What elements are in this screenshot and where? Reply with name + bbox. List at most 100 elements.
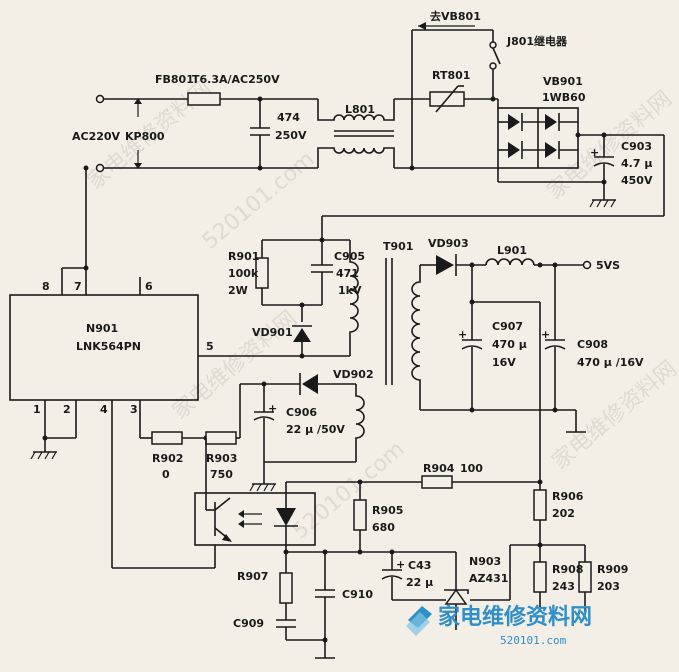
- ic-n901: [9, 294, 199, 401]
- label-n903: N903: [469, 555, 501, 568]
- label-pin2: 2: [63, 403, 71, 416]
- label-r909-value: 203: [597, 580, 620, 593]
- label-c43-value: 22 μ: [406, 576, 433, 589]
- label-r904: R904: [423, 462, 455, 475]
- label-c903: C903: [621, 140, 652, 153]
- label-pin8: 8: [42, 280, 50, 293]
- kp800-arrow-up-icon: [134, 98, 142, 104]
- label-r909: R909: [597, 563, 628, 576]
- label-r902-value: 0: [162, 468, 170, 481]
- ac-terminal-top: [95, 94, 105, 104]
- transformer-t901-aux: [355, 384, 365, 462]
- to-vb801-arrow-icon: [418, 22, 426, 30]
- label-kp800: KP800: [125, 130, 165, 143]
- label-r904-value: 100: [460, 462, 483, 475]
- label-vb901-part: 1WB60: [542, 91, 586, 104]
- label-c907-value: 470 μ: [492, 338, 527, 351]
- label-n901: N901: [86, 322, 118, 335]
- fuse-fb801: [187, 92, 221, 106]
- output-terminal-5vs: [582, 260, 592, 270]
- label-c474: 474: [277, 111, 300, 124]
- label-c903-voltage: 450V: [621, 174, 653, 187]
- label-pin1: 1: [33, 403, 41, 416]
- transformer-t901-secondary: [411, 265, 421, 410]
- resistor-r904: [421, 475, 453, 489]
- bridge-rectifier-vb901: [497, 99, 579, 182]
- primary-section: N901 LNK564PN 8 7 6 5 1 2 4 3 R902: [9, 165, 374, 569]
- label-c906-value: 22 μ /50V: [286, 423, 345, 436]
- label-r908-value: 243: [552, 580, 575, 593]
- label-r906: R906: [552, 490, 584, 503]
- label-fuse-rating: T6.3A/AC250V: [192, 73, 280, 86]
- label-r902: R902: [152, 452, 183, 465]
- label-c909: C909: [233, 617, 264, 630]
- transformer-t901-primary: [349, 240, 359, 356]
- label-r908: R908: [552, 563, 583, 576]
- resistor-r905: [353, 499, 367, 531]
- resistor-r903: [205, 431, 237, 445]
- label-ac220v: AC220V: [72, 130, 121, 143]
- svg-text:+: +: [541, 328, 550, 341]
- label-r901-value: 100k: [228, 267, 259, 280]
- resistor-r908: [533, 561, 547, 593]
- secondary-section: VD903 L901 5VS + C907 470 μ 16V + C908 4…: [360, 237, 644, 630]
- logo-url: 520101.com: [500, 634, 567, 647]
- label-pin5: 5: [206, 340, 214, 353]
- svg-text:+: +: [590, 146, 599, 159]
- label-r901-power: 2W: [228, 284, 248, 297]
- label-pin7: 7: [74, 280, 82, 293]
- label-c908: C908: [577, 338, 608, 351]
- label-c910: C910: [342, 588, 373, 601]
- watermark-text-2: 家电维修资料网: [543, 86, 677, 204]
- label-c907: C907: [492, 320, 523, 333]
- ac-input-section: AC220V KP800 FB801 T6.3A/AC250V 474 250V…: [72, 9, 665, 240]
- label-r907: R907: [237, 570, 268, 583]
- label-c43: C43: [408, 559, 431, 572]
- relay-j801-switch: [492, 47, 501, 65]
- label-j801: J801继电器: [506, 34, 568, 48]
- watermark-text-4: 家电维修资料网: [548, 356, 679, 474]
- svg-text:+: +: [458, 328, 467, 341]
- opto-led: [276, 508, 296, 526]
- label-vd903: VD903: [428, 237, 469, 250]
- resistor-r902: [151, 431, 183, 445]
- label-to-vb801: 去VB801: [430, 9, 481, 23]
- watermark-url-1: 520101.com: [198, 147, 320, 255]
- svg-text:+: +: [396, 558, 405, 571]
- diode-vd901: [293, 328, 311, 342]
- label-c908-value: 470 μ /16V: [577, 356, 644, 369]
- label-c903-value: 4.7 μ: [621, 157, 652, 170]
- label-c474-voltage: 250V: [275, 129, 307, 142]
- label-rt801: RT801: [432, 69, 470, 82]
- resistor-r907: [279, 572, 293, 604]
- logo-text: 家电维修资料网: [438, 604, 592, 630]
- label-t901: T901: [383, 240, 413, 253]
- label-r905-value: 680: [372, 521, 395, 534]
- label-c907-voltage: 16V: [492, 356, 516, 369]
- label-r906-value: 202: [552, 507, 575, 520]
- label-pin3: 3: [130, 403, 138, 416]
- label-fb801: FB801: [155, 73, 194, 86]
- shunt-regulator-n903: [444, 588, 468, 605]
- svg-text:+: +: [268, 402, 277, 415]
- diode-vd902: [302, 374, 318, 394]
- label-vb901: VB901: [543, 75, 583, 88]
- inductor-l901: [485, 258, 535, 266]
- label-5vs: 5VS: [596, 259, 620, 272]
- watermark-text-3: 家电维修资料网: [168, 306, 302, 424]
- label-vd902: VD902: [333, 368, 374, 381]
- ac-terminal-bottom: [95, 163, 105, 173]
- relay-contact-bottom: [489, 62, 497, 70]
- optocoupler: [194, 492, 316, 546]
- label-vd901: VD901: [252, 326, 293, 339]
- resistor-r906: [533, 489, 547, 521]
- label-n903-part: AZ431: [469, 572, 508, 585]
- label-r901: R901: [228, 250, 259, 263]
- label-l901: L901: [497, 244, 527, 257]
- relay-contact-top: [489, 41, 497, 49]
- label-pin4: 4: [100, 403, 108, 416]
- label-lnk564pn: LNK564PN: [76, 340, 141, 353]
- label-c906: C906: [286, 406, 317, 419]
- feedback-section: R905 680 R907 C909 C910 + C43 22: [194, 479, 456, 659]
